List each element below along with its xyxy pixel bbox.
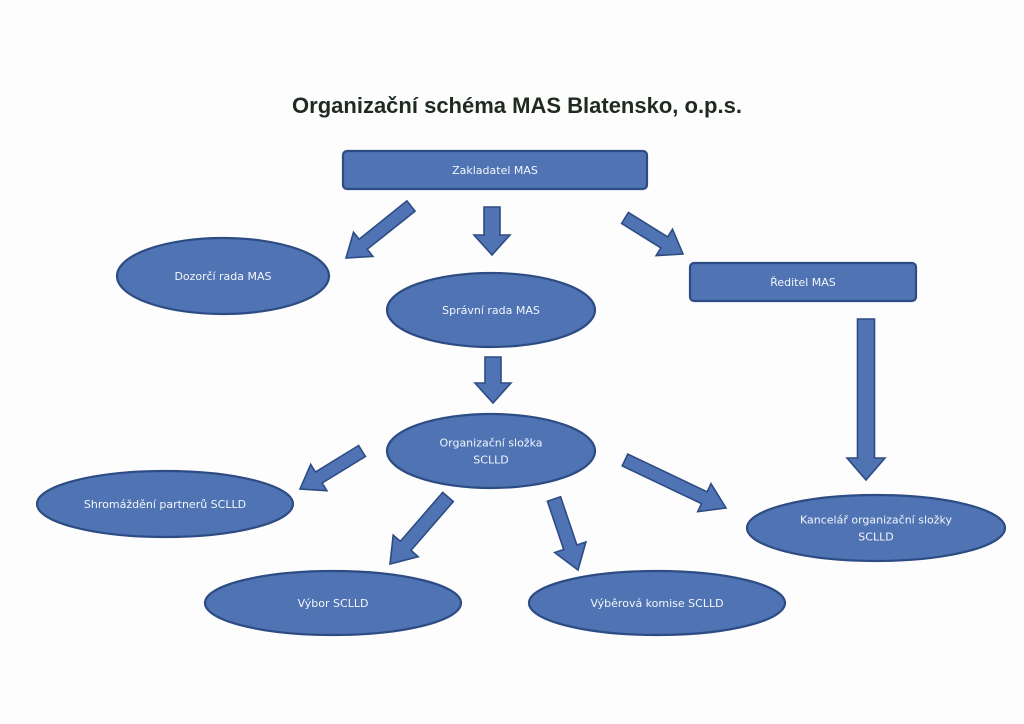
node-organizacni-ellipse (385, 412, 597, 490)
node-shromazdeni: Shromáždění partnerů SCLLD (35, 469, 295, 539)
arrow-organizacni-shromazdeni (298, 444, 367, 492)
arrow-organizacni-kancelar (621, 453, 728, 513)
node-reditel-box (688, 261, 918, 303)
node-zakladatel-label-0: Zakladatel MAS (452, 164, 538, 177)
arrow-spravni-organizacni (473, 356, 513, 405)
node-shromazdeni-label-0: Shromáždění partnerů SCLLD (84, 498, 246, 511)
node-vybor: Výbor SCLLD (203, 569, 463, 637)
node-organizacni-label-1: SCLLD (473, 454, 508, 467)
node-dozorci-label-0: Dozorčí rada MAS (174, 270, 271, 283)
node-vybor-label-0: Výbor SCLLD (298, 597, 369, 610)
node-vybor-ellipse (203, 569, 463, 637)
node-vyberova-label-0: Výběrová komise SCLLD (590, 597, 723, 610)
node-shromazdeni-ellipse (35, 469, 295, 539)
node-layer: Zakladatel MAS Dozorčí rada MAS Správní ra… (35, 149, 1007, 637)
node-spravni-label-0: Správní rada MAS (442, 304, 540, 317)
node-kancelar-ellipse (745, 493, 1007, 563)
node-vyberova: Výběrová komise SCLLD (527, 569, 787, 637)
arrow-reditel-kancelar (845, 318, 887, 482)
arrow-layer (298, 199, 887, 572)
arrow-organizacni-vyberova (546, 495, 588, 572)
node-spravni: Správní rada MAS (385, 271, 597, 349)
node-dozorci-ellipse (115, 236, 331, 316)
arrow-zakladatel-reditel (620, 211, 685, 257)
node-kancelar-label-0: Kancelář organizační složky (800, 514, 953, 527)
arrow-organizacni-vybor (389, 491, 455, 566)
node-zakladatel: Zakladatel MAS (341, 149, 649, 191)
node-organizacni-label-0: Organizační složka (439, 437, 542, 450)
diagram-title: Organizační schéma MAS Blatensko, o.p.s. (292, 93, 742, 118)
node-vyberova-ellipse (527, 569, 787, 637)
node-zakladatel-box (341, 149, 649, 191)
node-reditel: Ředitel MAS (688, 261, 918, 303)
node-kancelar-label-1: SCLLD (858, 531, 893, 544)
node-dozorci: Dozorčí rada MAS (115, 236, 331, 316)
arrow-zakladatel-dozorci (344, 199, 417, 259)
node-reditel-label-0: Ředitel MAS (770, 276, 836, 289)
arrow-zakladatel-spravni (472, 206, 512, 257)
node-spravni-ellipse (385, 271, 597, 349)
